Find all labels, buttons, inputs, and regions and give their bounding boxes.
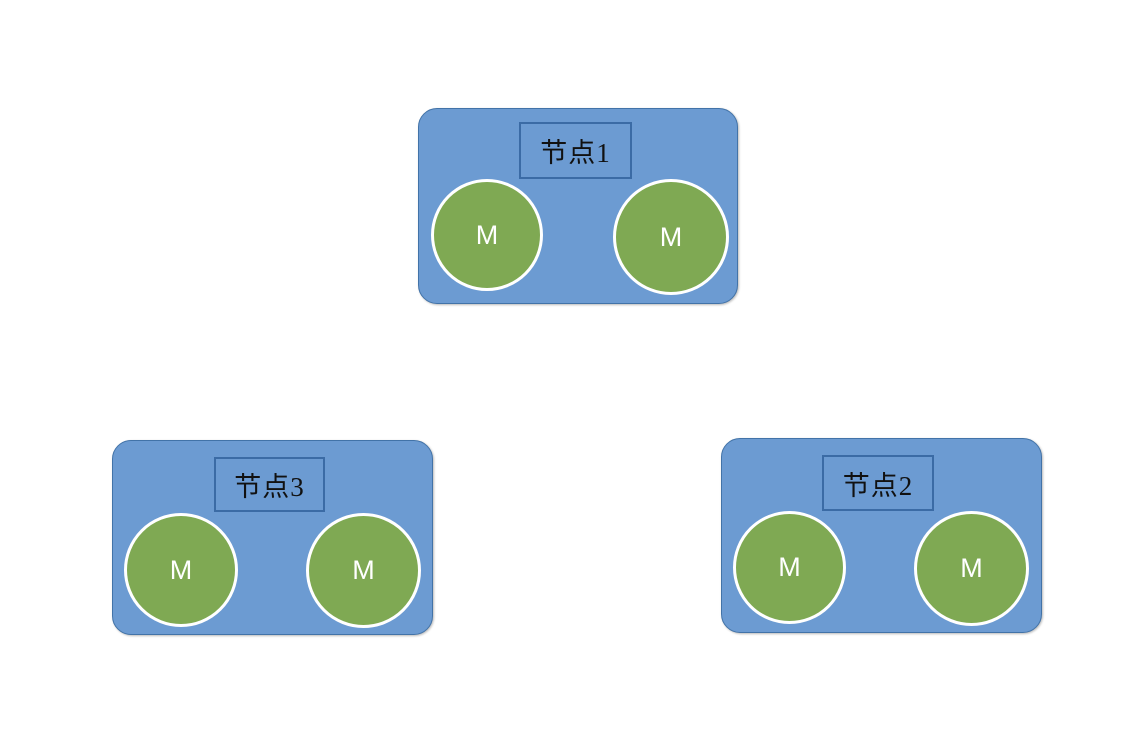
member-label: M [352,555,375,585]
node-label-box[interactable]: 节点2 [822,455,934,511]
node-label-text: 节点3 [234,472,305,502]
node-label-box[interactable]: 节点3 [214,457,325,512]
member-label: M [778,552,801,582]
node-label-box[interactable]: 节点1 [519,122,632,179]
member-circle[interactable]: M [306,513,421,628]
member-label: M [960,553,983,583]
member-circle[interactable]: M [431,179,543,291]
member-label: M [475,219,499,250]
node-container-1[interactable]: M M 节点1 [418,108,738,304]
node-label-text: 节点2 [842,470,914,501]
node-container-2[interactable]: M M 节点2 [721,438,1042,633]
member-circle[interactable]: M [613,179,729,295]
member-circle[interactable]: M [914,511,1029,626]
member-label: M [659,221,683,252]
member-label: M [169,554,193,585]
member-circle[interactable]: M [124,513,238,627]
node-label-text: 节点1 [540,138,611,168]
member-circle[interactable]: M [733,511,846,624]
node-container-3[interactable]: M M 节点3 [112,440,433,635]
